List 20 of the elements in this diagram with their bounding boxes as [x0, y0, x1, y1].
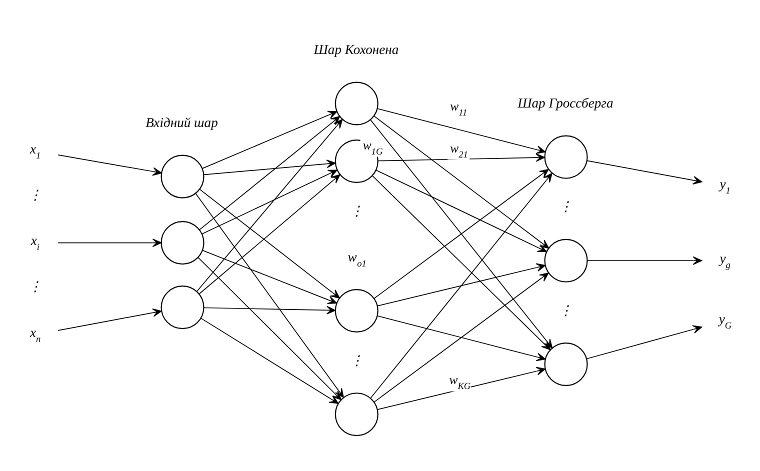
- node-text: y$_{1}$: [720, 176, 730, 196]
- label: Шар Кохонена: [314, 42, 399, 57]
- label: ⋮: [350, 352, 364, 368]
- label: w$_{o1}$: [348, 248, 366, 269]
- label: ⋮: [28, 278, 42, 294]
- edge-label: w$_{21}$: [450, 140, 468, 160]
- edge-label: w$_{11}$: [450, 99, 468, 118]
- node-text: y$_{g}$: [720, 250, 730, 271]
- label: ⋮: [559, 302, 574, 318]
- node-text: x$_{1}$: [30, 140, 41, 161]
- node-text: x$_{n}$: [30, 324, 41, 344]
- label: Вхідний шар: [146, 114, 218, 130]
- edge-label: w$_{1G}$: [362, 138, 383, 157]
- label: Шар Гроссберга: [518, 95, 614, 110]
- label: ⋮: [28, 186, 42, 202]
- label: ⋮: [559, 198, 574, 214]
- edge-label: w$_{KG}$: [449, 372, 471, 392]
- node-text: y$_{G}$: [718, 310, 732, 331]
- label: ⋮: [350, 202, 364, 218]
- node-text: x$_{i}$: [30, 232, 40, 253]
